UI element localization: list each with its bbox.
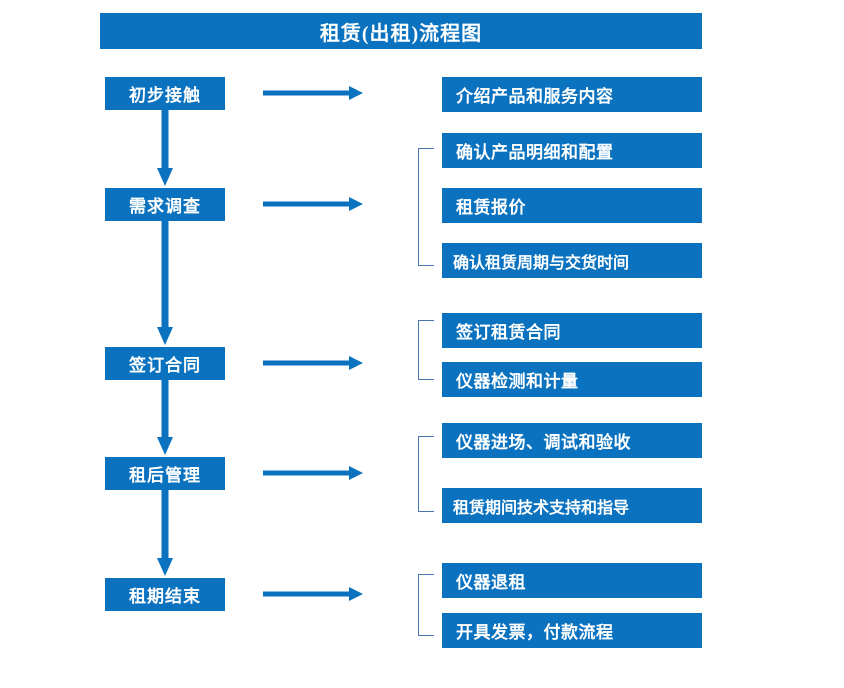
group-bracket-2 — [418, 320, 434, 380]
horizontal-arrow-2 — [263, 197, 363, 211]
detail-box-7[interactable]: 仪器进场、调试和验收 — [442, 423, 702, 458]
stage-box-1[interactable]: 初步接触 — [105, 77, 225, 110]
horizontal-arrow-4 — [263, 466, 363, 480]
stage-box-3[interactable]: 签订合同 — [105, 347, 225, 380]
vertical-arrow-4 — [157, 490, 173, 576]
detail-box-5[interactable]: 签订租赁合同 — [442, 313, 702, 348]
stage-box-4[interactable]: 租后管理 — [105, 457, 225, 490]
horizontal-arrow-1 — [263, 86, 363, 100]
stage-box-2[interactable]: 需求调查 — [105, 188, 225, 221]
horizontal-arrow-5 — [263, 587, 363, 601]
vertical-arrow-1 — [157, 110, 173, 186]
detail-box-1[interactable]: 介绍产品和服务内容 — [442, 77, 702, 112]
detail-box-6[interactable]: 仪器检测和计量 — [442, 362, 702, 397]
horizontal-arrow-3 — [263, 356, 363, 370]
stage-box-5[interactable]: 租期结束 — [105, 578, 225, 611]
detail-box-4[interactable]: 确认租赁周期与交货时间 — [442, 243, 702, 278]
detail-box-2[interactable]: 确认产品明细和配置 — [442, 133, 702, 168]
group-bracket-4 — [418, 574, 434, 636]
group-bracket-3 — [418, 436, 434, 512]
detail-box-8[interactable]: 租赁期间技术支持和指导 — [442, 488, 702, 523]
diagram-title: 租赁(出租)流程图 — [100, 13, 702, 49]
detail-box-9[interactable]: 仪器退租 — [442, 563, 702, 598]
detail-box-3[interactable]: 租赁报价 — [442, 188, 702, 223]
vertical-arrow-2 — [157, 221, 173, 345]
vertical-arrow-3 — [157, 380, 173, 455]
detail-box-10[interactable]: 开具发票，付款流程 — [442, 613, 702, 648]
group-bracket-1 — [418, 148, 434, 266]
